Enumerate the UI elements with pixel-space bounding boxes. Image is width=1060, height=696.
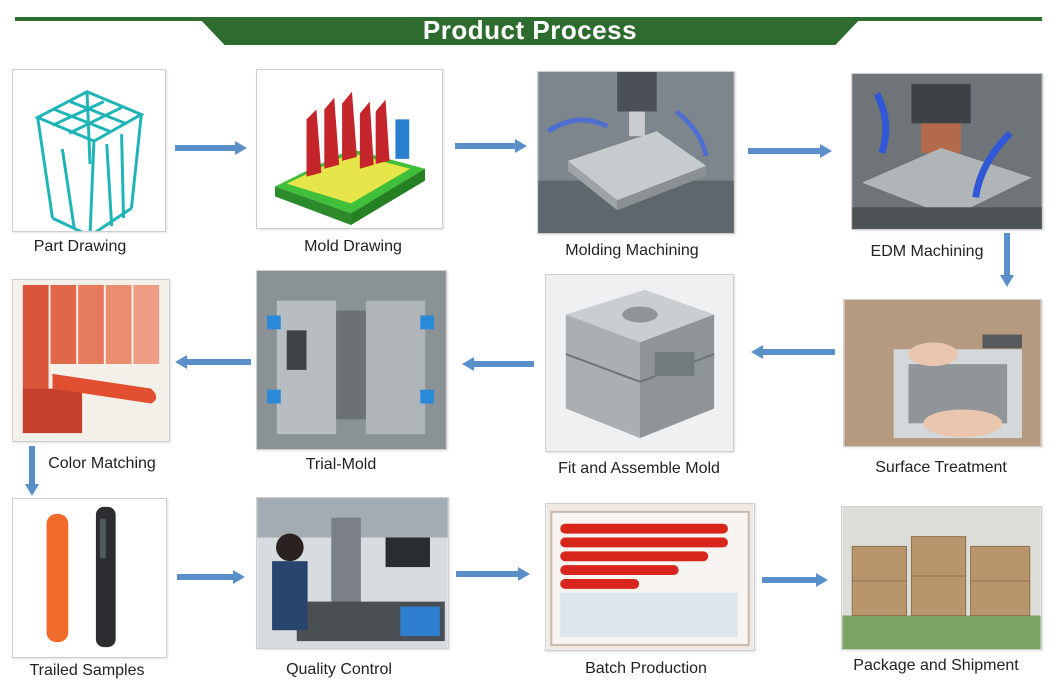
edm-machining-image bbox=[851, 73, 1043, 230]
surface-treatment-image bbox=[843, 299, 1042, 447]
step-label-trailed-samples: Trailed Samples bbox=[29, 662, 145, 679]
step-label-surface-treatment: Surface Treatment bbox=[875, 459, 1007, 476]
arrow-left-1 bbox=[751, 345, 835, 359]
mold-drawing-image bbox=[256, 69, 443, 229]
arrow-right-6 bbox=[762, 573, 828, 587]
arrow-right-1 bbox=[175, 141, 247, 155]
mold-drawing-illustration bbox=[274, 91, 426, 226]
step-label-trial-mold: Trial-Mold bbox=[305, 456, 377, 473]
arrow-left-2 bbox=[462, 357, 534, 371]
step-label-batch-production: Batch Production bbox=[585, 660, 707, 677]
surface-treatment-illustration bbox=[844, 300, 1041, 446]
fit-assemble-mold-image bbox=[545, 274, 734, 452]
quality-control-illustration bbox=[257, 498, 448, 648]
package-shipment-image bbox=[841, 506, 1042, 650]
molding-machining-illustration bbox=[538, 72, 734, 233]
fit-assemble-mold-illustration bbox=[546, 275, 733, 451]
step-label-quality-control: Quality Control bbox=[286, 661, 392, 678]
part-drawing-image bbox=[12, 69, 166, 232]
step-label-package-shipment: Package and Shipment bbox=[853, 657, 1019, 674]
page-title: Product Process bbox=[198, 17, 862, 45]
arrow-down-1 bbox=[1000, 233, 1014, 287]
color-matching-image bbox=[12, 279, 170, 442]
step-label-mold-drawing: Mold Drawing bbox=[304, 238, 402, 255]
trailed-samples-illustration bbox=[13, 499, 166, 657]
arrow-right-3 bbox=[748, 144, 832, 158]
batch-production-illustration bbox=[546, 504, 754, 650]
step-label-edm-machining: EDM Machining bbox=[870, 243, 984, 260]
arrow-right-5 bbox=[456, 567, 530, 581]
trial-mold-image bbox=[256, 270, 447, 450]
package-shipment-illustration bbox=[842, 507, 1041, 649]
trial-mold-illustration bbox=[257, 271, 446, 449]
molding-machining-image bbox=[537, 71, 735, 234]
step-label-part-drawing: Part Drawing bbox=[33, 238, 127, 255]
trailed-samples-image bbox=[12, 498, 167, 658]
arrow-left-3 bbox=[175, 355, 251, 369]
batch-production-image bbox=[545, 503, 755, 651]
arrow-down-2 bbox=[25, 446, 39, 496]
color-matching-illustration bbox=[13, 280, 169, 441]
part-drawing-illustration bbox=[34, 90, 145, 231]
arrow-right-4 bbox=[177, 570, 245, 584]
quality-control-image bbox=[256, 497, 449, 649]
step-label-fit-assemble-mold: Fit and Assemble Mold bbox=[558, 460, 720, 477]
arrow-right-2 bbox=[455, 139, 527, 153]
step-label-color-matching: Color Matching bbox=[48, 455, 156, 472]
step-label-molding-machining: Molding Machining bbox=[565, 242, 699, 259]
edm-machining-illustration bbox=[852, 74, 1042, 229]
